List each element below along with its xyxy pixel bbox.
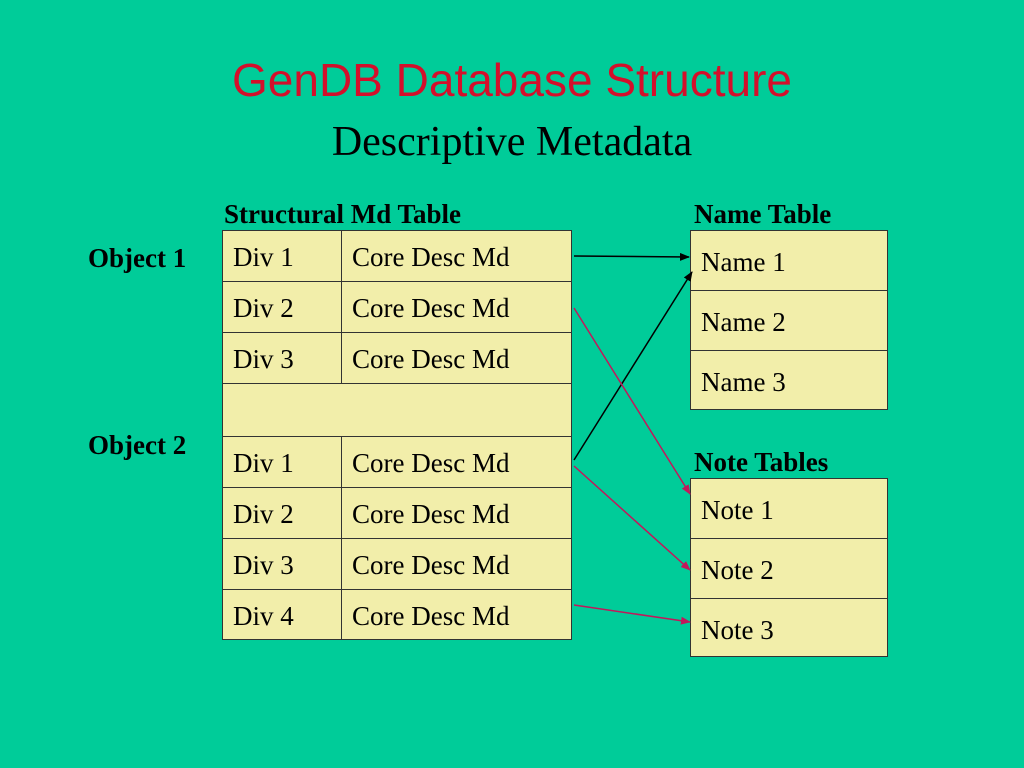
structural-div-cell: Div 3 xyxy=(222,332,342,384)
name-table-label: Name Table xyxy=(694,199,832,229)
arrow-obj1-div1-to-name1 xyxy=(573,252,690,261)
note-cell: Note 1 xyxy=(690,478,888,539)
object-2-label: Object 2 xyxy=(88,430,187,460)
structural-md-cell: Core Desc Md xyxy=(341,538,572,590)
structural-empty-row xyxy=(222,383,572,437)
arrow-obj2-div1-to-note2 xyxy=(573,465,691,571)
note-tables-label: Note Tables xyxy=(694,447,829,477)
note-cell: Note 3 xyxy=(690,598,888,657)
name-cell: Name 3 xyxy=(690,350,888,410)
structural-div-cell: Div 4 xyxy=(222,589,342,640)
structural-md-cell: Core Desc Md xyxy=(341,487,572,539)
name-cell: Name 2 xyxy=(690,290,888,351)
structural-md-cell: Core Desc Md xyxy=(341,332,572,384)
slide-subtitle: Descriptive Metadata xyxy=(331,119,693,165)
object-1-label: Object 1 xyxy=(88,243,187,273)
structural-div-cell: Div 3 xyxy=(222,538,342,590)
name-cell: Name 1 xyxy=(690,230,888,291)
structural-table-label: Structural Md Table xyxy=(224,199,462,229)
slide-title: GenDB Database Structure xyxy=(232,54,792,106)
arrow-obj1-div2-to-note1 xyxy=(573,307,691,495)
arrow-obj2-div1-to-name1 xyxy=(573,271,693,461)
structural-div-cell: Div 1 xyxy=(222,230,342,282)
arrow-obj2-div4-to-note3 xyxy=(573,604,691,625)
structural-div-cell: Div 2 xyxy=(222,487,342,539)
structural-div-cell: Div 1 xyxy=(222,436,342,488)
structural-md-cell: Core Desc Md xyxy=(341,589,572,640)
